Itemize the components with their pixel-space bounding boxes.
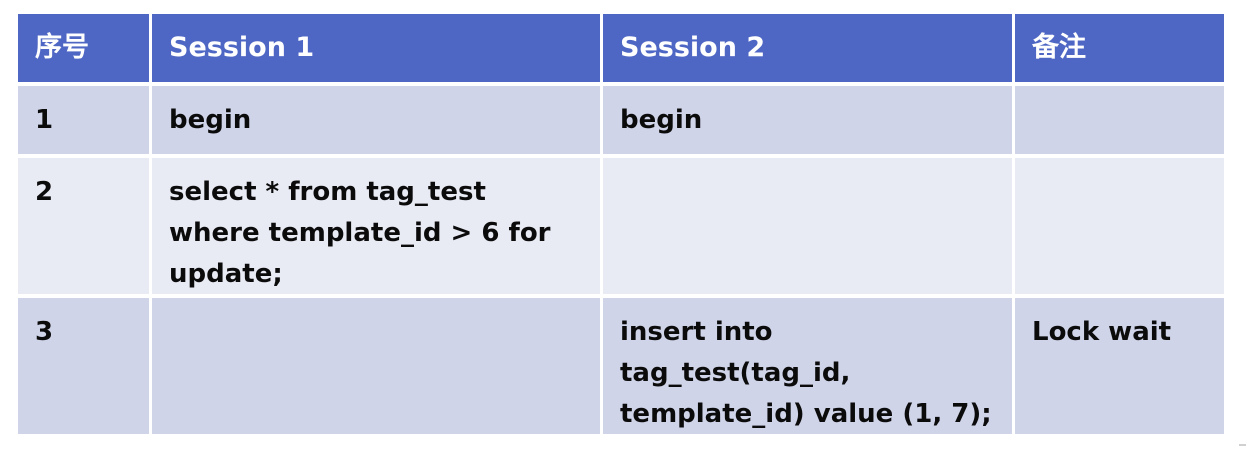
- row-1-index: 1: [18, 86, 149, 154]
- header-session-2: Session 2: [603, 14, 1012, 82]
- row-3-session-2: insert into tag_test(tag_id, template_id…: [603, 298, 1012, 434]
- row-3-index: 3: [18, 298, 149, 434]
- row-1-session-2: begin: [603, 86, 1012, 154]
- row-2-session-1: select * from tag_test where template_id…: [152, 158, 600, 294]
- row-3-note: Lock wait: [1015, 298, 1224, 434]
- row-2-index: 2: [18, 158, 149, 294]
- header-index: 序号: [18, 14, 149, 82]
- header-session-1: Session 1: [152, 14, 600, 82]
- corner-mark: [1239, 444, 1246, 446]
- transaction-table: 序号 Session 1 Session 2 备注 1 begin begin …: [18, 14, 1224, 434]
- row-3-session-1: [152, 298, 600, 434]
- header-note: 备注: [1015, 14, 1224, 82]
- row-2-note: [1015, 158, 1224, 294]
- row-1-note: [1015, 86, 1224, 154]
- row-1-session-1: begin: [152, 86, 600, 154]
- row-2-session-2: [603, 158, 1012, 294]
